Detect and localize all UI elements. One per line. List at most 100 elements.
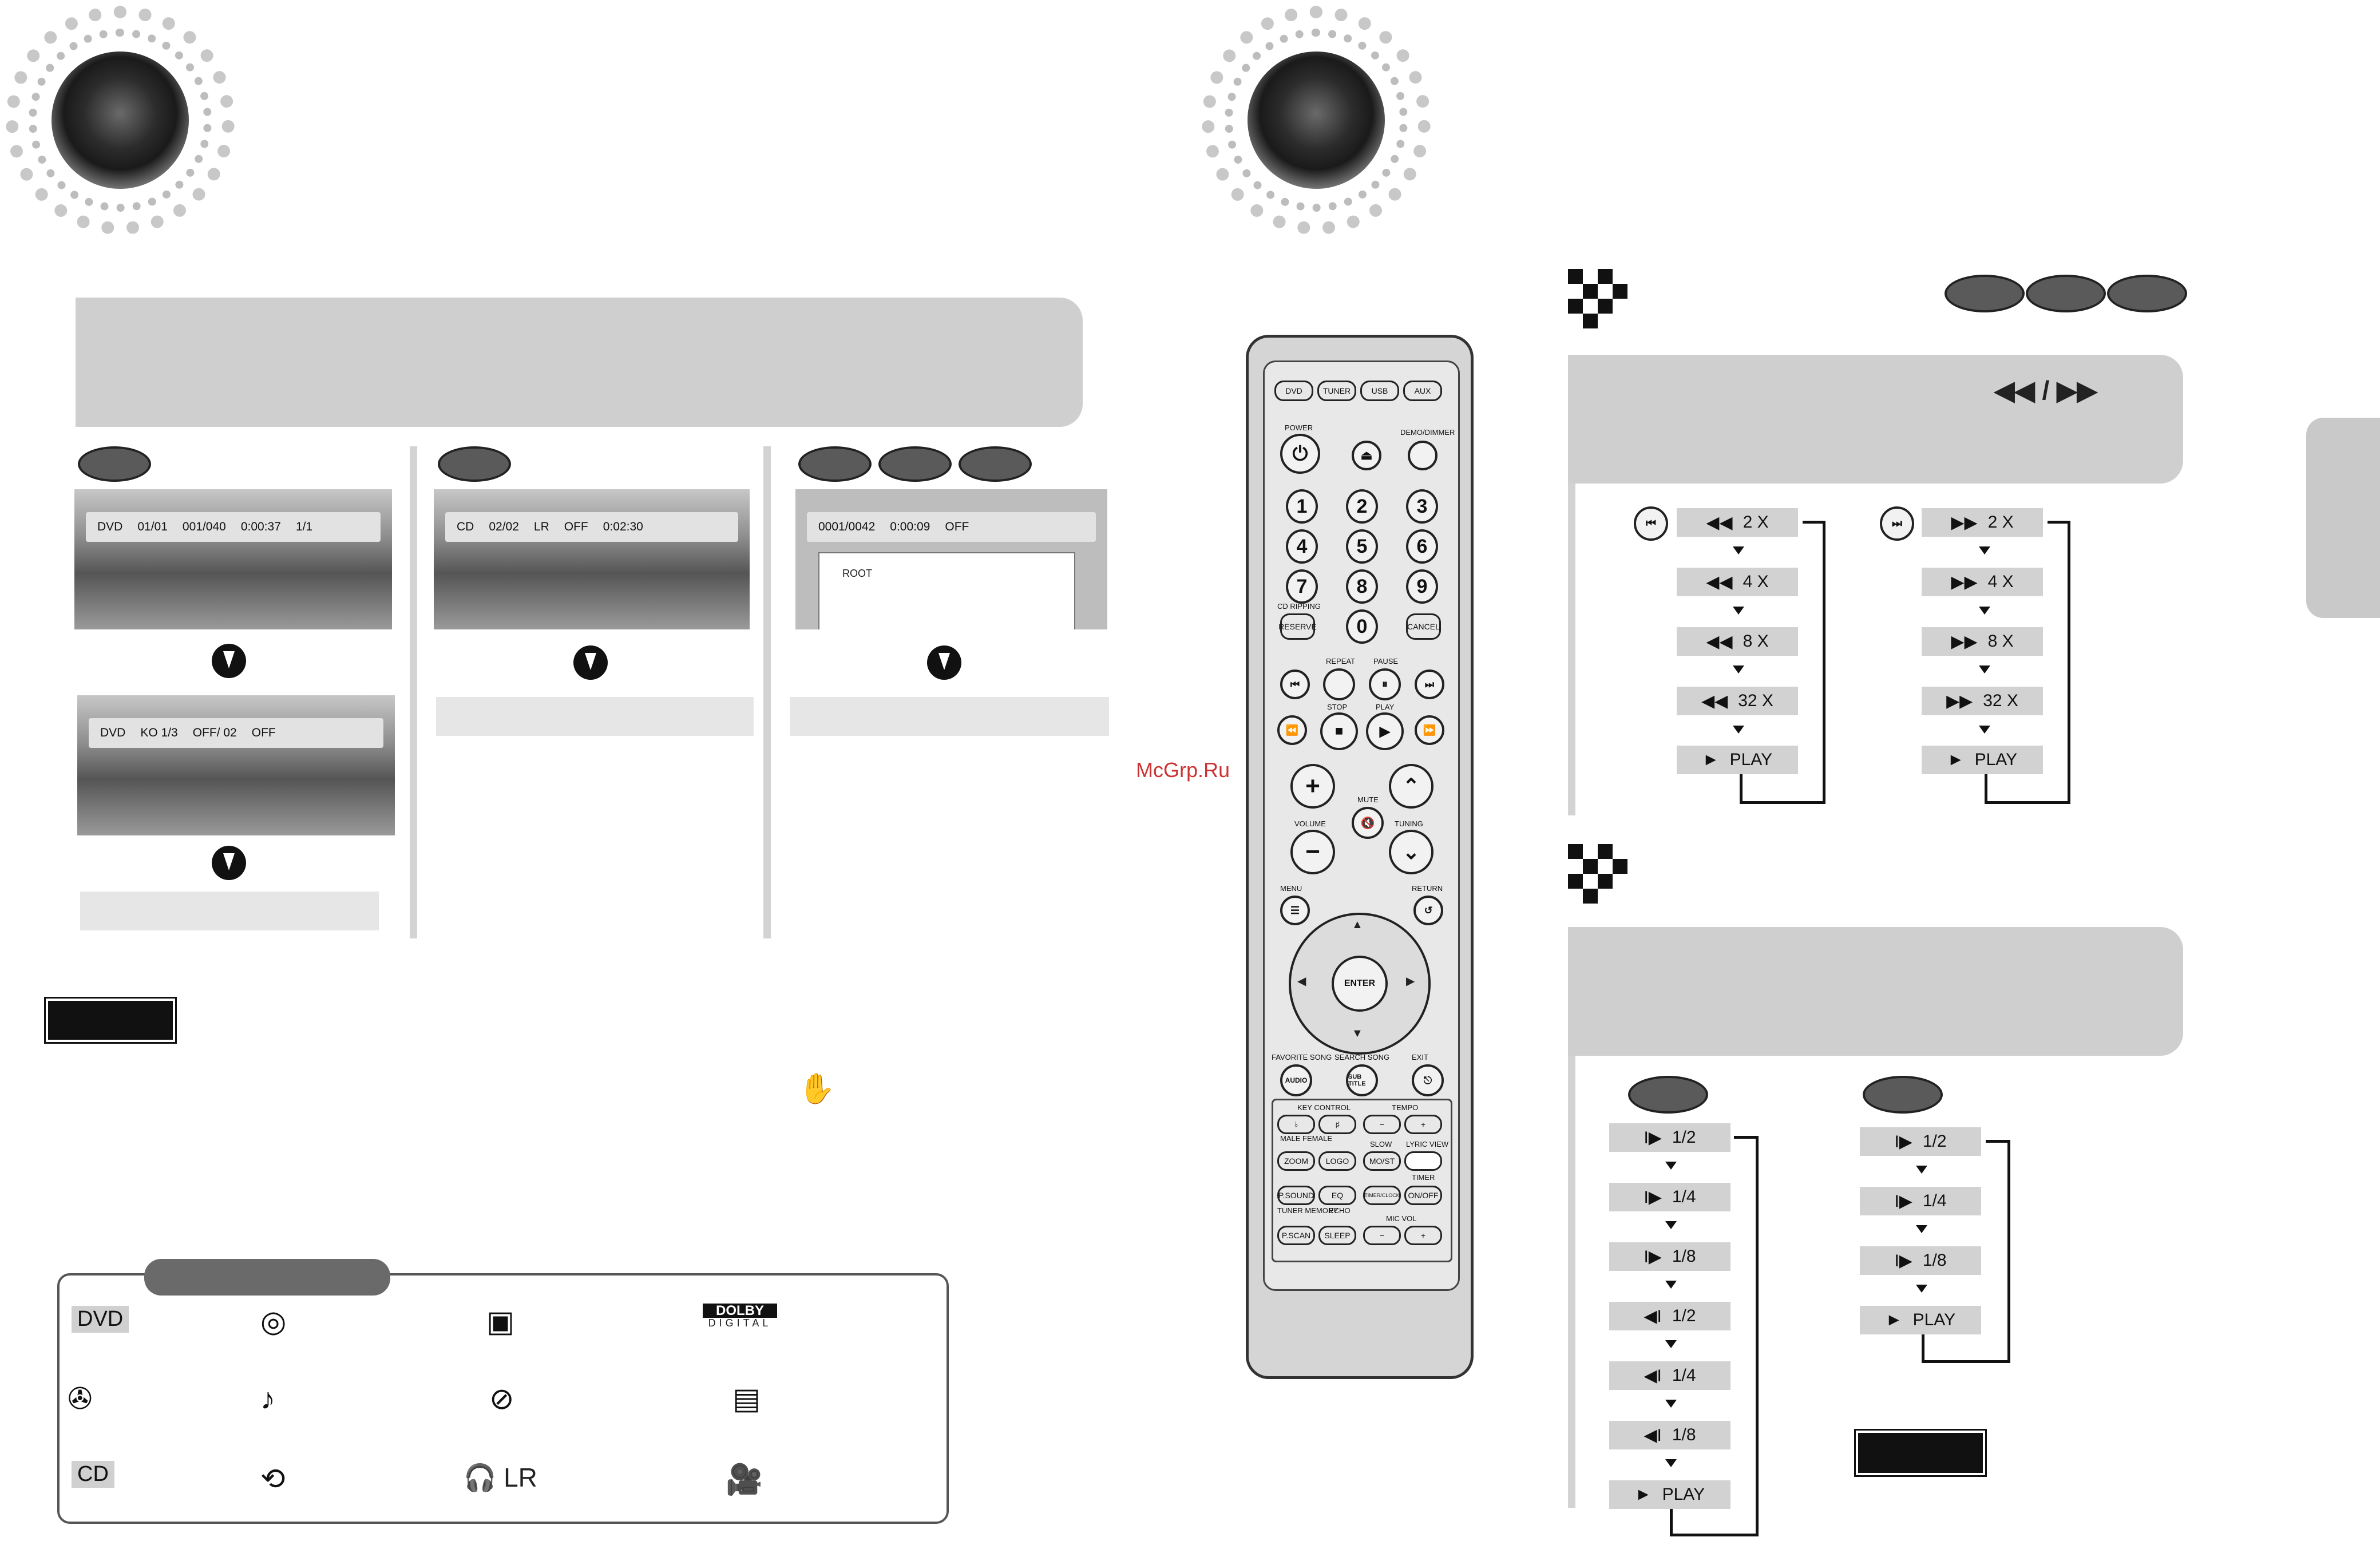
remote-return-label: RETURN — [1412, 884, 1443, 893]
rewind-step-2x: ◀◀2 X — [1677, 508, 1798, 537]
subtitle-button[interactable]: SUB TITLE — [1346, 1064, 1378, 1096]
cd-info-screen: CD 02/02 LR OFF 0:02:30 — [434, 489, 750, 629]
sleep-button[interactable]: SLEEP — [1318, 1226, 1356, 1245]
digit-4-button[interactable]: 4 — [1286, 529, 1318, 564]
root-folder-label: ROOT — [842, 568, 872, 579]
digit-3-button[interactable]: 3 — [1406, 489, 1438, 524]
mic-vol-down-button[interactable]: − — [1363, 1226, 1401, 1245]
audio-button[interactable]: AUDIO — [1280, 1064, 1312, 1096]
play-icon: ► — [1702, 750, 1720, 769]
psound-button[interactable]: P.SOUND — [1277, 1186, 1315, 1205]
remote-play-label: PLAY — [1376, 703, 1395, 711]
pscan-button[interactable]: P.SCAN — [1277, 1226, 1315, 1245]
remote-lower-panel — [1272, 1099, 1452, 1262]
pause-icon[interactable]: ⏸ — [1369, 668, 1401, 700]
loop-line — [1734, 1136, 1759, 1139]
remote-mute-label: MUTE — [1357, 795, 1379, 804]
digit-5-button[interactable]: 5 — [1346, 529, 1378, 564]
return-icon[interactable]: ↺ — [1413, 896, 1443, 925]
disc-icon: ◎ — [260, 1305, 287, 1338]
repeat-button[interactable] — [1323, 668, 1355, 700]
digit-0-button[interactable]: 0 — [1346, 609, 1378, 644]
rewind-icon[interactable]: ⏪ — [1277, 715, 1307, 745]
remote-volume-label: VOLUME — [1294, 819, 1326, 828]
remote-tuner-memory-label: TUNER MEMORY — [1277, 1206, 1338, 1215]
legend-label-cd: CD — [72, 1461, 114, 1488]
caption-icon: ▤ — [732, 1382, 761, 1416]
remote-reserve-button[interactable]: RESERVE — [1278, 613, 1317, 640]
demo-dimmer-button[interactable] — [1408, 441, 1437, 470]
nav-down-arrow-icon[interactable]: ▼ — [1352, 1027, 1363, 1040]
zoom-button[interactable]: ZOOM — [1277, 1151, 1315, 1171]
eq-button[interactable]: EQ — [1318, 1186, 1356, 1205]
volume-up-icon[interactable]: + — [1290, 764, 1335, 809]
remote-tuning-label: TUNING — [1395, 819, 1423, 828]
loop-line — [1986, 1140, 2010, 1143]
search-header-symbol: ◀◀ / ▶▶ — [1994, 375, 2097, 405]
remote-tuner-button[interactable]: TUNER — [1317, 381, 1356, 401]
logo-button[interactable]: LOGO — [1318, 1151, 1356, 1171]
arrow-down-icon — [1979, 546, 1990, 554]
arrow-down-icon — [1916, 1285, 1927, 1293]
dvd-info-screen-1: DVD 01/01 001/040 0:00:37 1/1 — [74, 489, 392, 629]
skip-back-icon[interactable]: ⏮ — [1280, 670, 1310, 699]
digit-2-button[interactable]: 2 — [1346, 489, 1378, 524]
lyric-view-button[interactable] — [1404, 1151, 1442, 1171]
remote-cancel-button[interactable]: CANCEL — [1406, 613, 1441, 640]
navigation-pad[interactable]: ENTER — [1289, 913, 1431, 1055]
key-flat-button[interactable]: ♭ — [1277, 1115, 1315, 1134]
subtitle-icon: ▣ — [486, 1305, 515, 1338]
remote-usb-button[interactable]: USB — [1360, 381, 1399, 401]
skip-forward-circle-icon: ⏭ — [1880, 506, 1914, 541]
tuning-down-icon[interactable]: ⌄ — [1389, 830, 1433, 874]
digit-1-button[interactable]: 1 — [1286, 489, 1318, 524]
nav-left-arrow-icon[interactable]: ◀ — [1297, 975, 1306, 988]
track-counter: 02/02 — [489, 520, 519, 533]
fast-forward-icon: ▶▶ — [1951, 572, 1978, 592]
remote-echo-label: ECHO — [1329, 1206, 1351, 1215]
arrow-down-icon — [1979, 726, 1990, 734]
remote-mic-vol-label: MIC VOL — [1386, 1214, 1417, 1223]
nav-right-arrow-icon[interactable]: ▶ — [1406, 975, 1415, 988]
tuning-up-icon[interactable]: ⌃ — [1389, 764, 1433, 809]
rewind-icon: ◀◀ — [1706, 632, 1733, 651]
mic-vol-up-button[interactable]: + — [1404, 1226, 1442, 1245]
most-button[interactable]: MO/ST — [1363, 1151, 1401, 1171]
enter-button[interactable]: ENTER — [1332, 956, 1388, 1012]
digit-8-button[interactable]: 8 — [1346, 569, 1378, 604]
timer-onoff-button[interactable]: ON/OFF — [1404, 1186, 1442, 1205]
remote-search-label: SEARCH SONG — [1334, 1053, 1390, 1061]
tempo-down-button[interactable]: − — [1363, 1115, 1401, 1134]
eject-icon[interactable]: ⏏ — [1352, 441, 1381, 470]
menu-icon[interactable]: ☰ — [1280, 896, 1310, 925]
tempo-up-button[interactable]: + — [1404, 1115, 1442, 1134]
remote-aux-button[interactable]: AUX — [1403, 381, 1442, 401]
slow-left-step-3: I▶1/8 — [1609, 1242, 1730, 1271]
arrow-down-icon — [212, 644, 246, 678]
rewind-icon: ◀◀ — [1706, 572, 1733, 592]
disc-type-label: DVD — [100, 726, 126, 739]
chapter-counter: 001/040 — [182, 520, 226, 533]
slow-column-bar — [1568, 1056, 1575, 1508]
digit-6-button[interactable]: 6 — [1406, 529, 1438, 564]
exit-icon[interactable]: ⎋ — [1412, 1064, 1444, 1096]
disc-badge-cd-right — [2026, 275, 2106, 312]
power-icon[interactable]: ⏻ — [1280, 434, 1320, 474]
chapter-side-tab — [2306, 418, 2380, 618]
nav-up-arrow-icon[interactable]: ▲ — [1352, 918, 1363, 931]
digit-7-button[interactable]: 7 — [1286, 569, 1318, 604]
remote-dvd-button[interactable]: DVD — [1274, 381, 1313, 401]
timer-clock-button[interactable]: TIMER/CLOCK — [1363, 1186, 1401, 1205]
time-icon: ⊘ — [489, 1382, 514, 1416]
volume-down-icon[interactable]: − — [1290, 830, 1335, 874]
digit-9-button[interactable]: 9 — [1406, 569, 1438, 604]
remote-exit-label: EXIT — [1412, 1053, 1428, 1061]
stop-icon[interactable]: ■ — [1320, 712, 1358, 750]
mute-icon[interactable]: 🔇 — [1352, 807, 1384, 839]
play-icon[interactable]: ▶ — [1366, 712, 1404, 750]
fast-forward-icon[interactable]: ⏩ — [1415, 715, 1444, 745]
key-sharp-button[interactable]: ♯ — [1318, 1115, 1356, 1134]
column-divider-2 — [763, 446, 771, 938]
skip-forward-icon[interactable]: ⏭ — [1415, 670, 1444, 699]
